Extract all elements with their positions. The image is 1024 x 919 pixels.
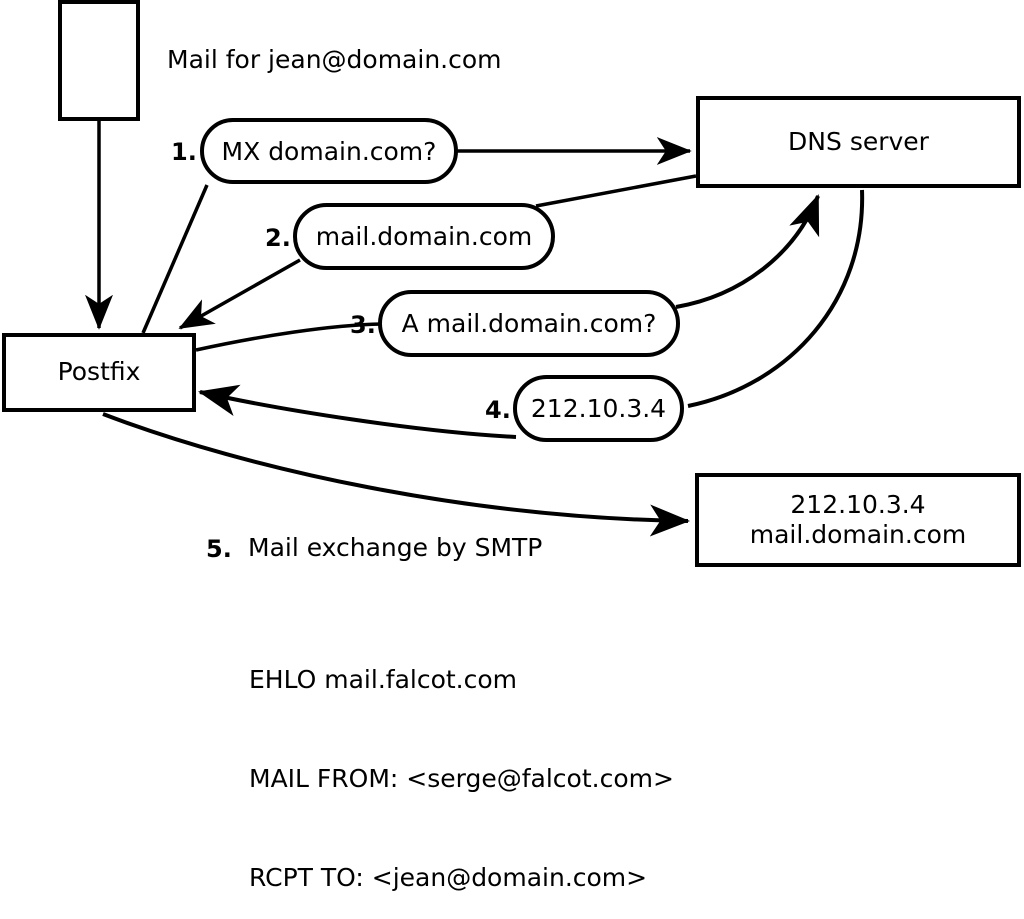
edge-dns-to-step2 <box>535 174 697 208</box>
edge-postfix-to-destination <box>102 412 690 537</box>
edge-dns-to-step4 <box>687 189 865 408</box>
edge-step3-to-dns <box>675 194 820 309</box>
edge-step4-to-postfix <box>198 384 517 439</box>
edge-step2-to-postfix <box>178 258 301 330</box>
destination-server-ip: 212.10.3.4 <box>790 489 926 519</box>
edge-postfix-to-step3 <box>195 322 383 352</box>
dns-server-label: DNS server <box>788 126 929 156</box>
sender-client-box[interactable] <box>58 0 140 121</box>
step-3-bubble[interactable]: A mail.domain.com? <box>378 290 680 357</box>
transcript-line: EHLO mail.falcot.com <box>249 665 518 694</box>
transcript-line: MAIL FROM: <serge@falcot.com> <box>249 764 674 793</box>
edge-postfix-to-step1 <box>141 184 209 334</box>
step-5-number: 5. <box>206 535 232 563</box>
step-4-number: 4. <box>485 396 511 424</box>
smtp-transcript: EHLO mail.falcot.com MAIL FROM: <serge@f… <box>249 597 674 919</box>
postfix-label: Postfix <box>57 357 141 387</box>
transcript-line: RCPT TO: <jean@domain.com> <box>249 863 648 892</box>
step-4-bubble[interactable]: 212.10.3.4 <box>513 375 684 442</box>
dns-server-box[interactable]: DNS server <box>696 96 1021 188</box>
step-1-number: 1. <box>171 138 197 166</box>
postfix-box[interactable]: Postfix <box>2 333 196 412</box>
step-4-label: 212.10.3.4 <box>530 394 667 423</box>
step-2-number: 2. <box>265 224 291 252</box>
step-1-label: MX domain.com? <box>221 136 437 166</box>
destination-server-hostname: mail.domain.com <box>749 520 967 549</box>
page-title: Mail for jean@domain.com <box>167 45 502 74</box>
step-1-bubble[interactable]: MX domain.com? <box>200 118 458 184</box>
step-2-label: mail.domain.com <box>315 222 533 251</box>
step-2-bubble[interactable]: mail.domain.com <box>293 203 555 270</box>
step-3-label: A mail.domain.com? <box>401 309 657 338</box>
step-5-label: Mail exchange by SMTP <box>248 533 543 562</box>
step-3-number: 3. <box>350 311 376 339</box>
destination-server-box[interactable]: 212.10.3.4 mail.domain.com <box>695 473 1021 567</box>
